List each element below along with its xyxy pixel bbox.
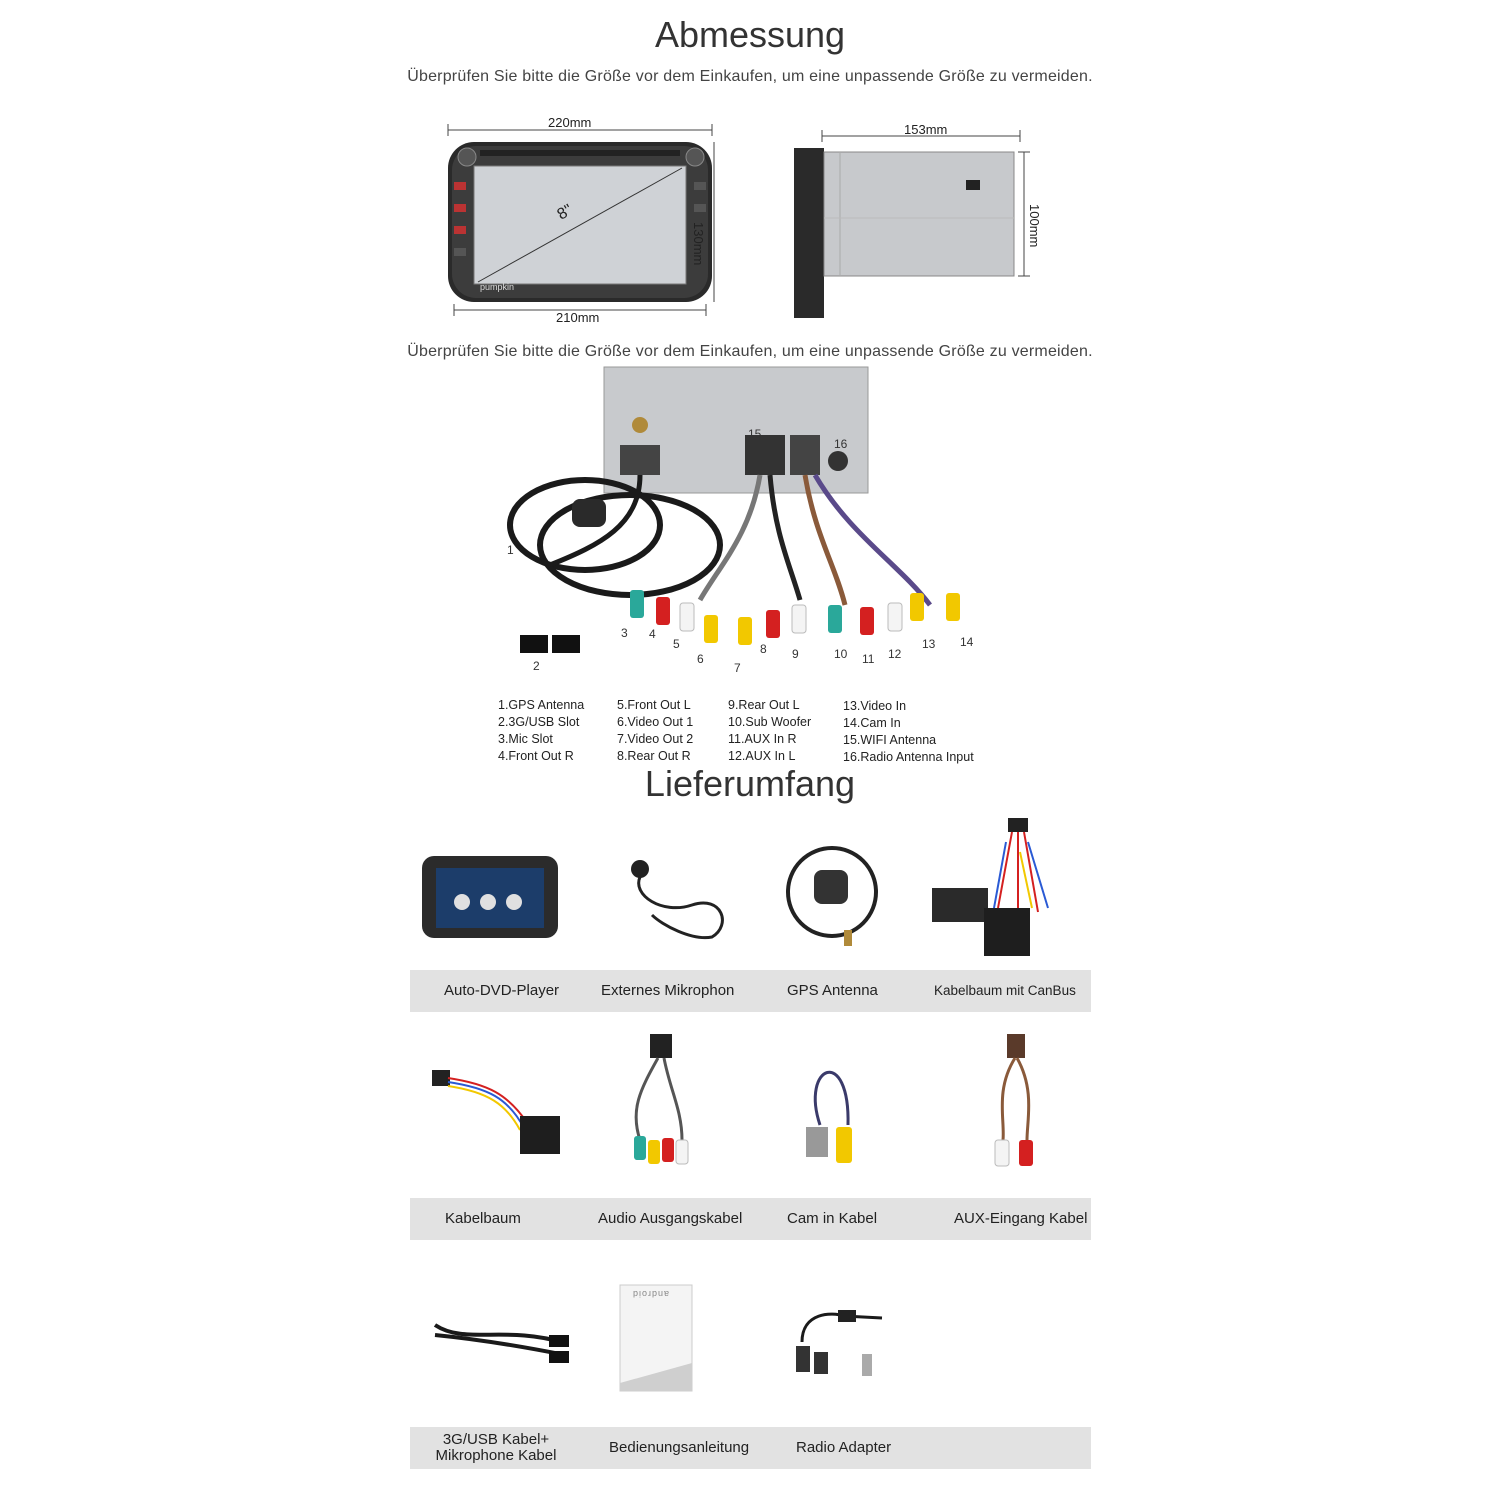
rear-connections-illustration: 1 2 3 4 5 6 7 8 9 10 11 12 13 14 15 16 bbox=[490, 365, 1000, 685]
width-bottom-label: 210mm bbox=[556, 310, 600, 325]
side-view-drawing bbox=[794, 130, 1030, 318]
manual-brand: android bbox=[632, 1289, 670, 1299]
callout-1: 1 bbox=[507, 543, 514, 557]
callout-10: 10 bbox=[834, 647, 848, 661]
legend-column-3: 9.Rear Out L 10.Sub Woofer 11.AUX In R 1… bbox=[728, 697, 811, 765]
item-label-gps-antenna: GPS Antenna bbox=[787, 982, 878, 999]
item-label-canbus-harness: Kabelbaum mit CanBus bbox=[934, 983, 1076, 998]
legend-item: 8.Rear Out R bbox=[617, 749, 691, 763]
product-image-microphone bbox=[622, 855, 737, 945]
item-label-usb-line-2: Mikrophone Kabel bbox=[435, 1447, 557, 1464]
callout-8: 8 bbox=[760, 642, 767, 656]
dimension-hint-top: Überprüfen Sie bitte die Größe vor dem E… bbox=[407, 68, 1093, 85]
callout-13: 13 bbox=[922, 637, 936, 651]
width-top-label: 220mm bbox=[548, 115, 592, 130]
product-image-dvd-player bbox=[420, 852, 560, 942]
product-image-cam-cable bbox=[800, 1045, 865, 1175]
legend-item: 14.Cam In bbox=[843, 716, 901, 730]
callout-6: 6 bbox=[697, 652, 704, 666]
callout-3: 3 bbox=[621, 626, 628, 640]
items-strip-row-2: Kabelbaum Audio Ausgangskabel Cam in Kab… bbox=[410, 1198, 1091, 1240]
product-image-aux-cable bbox=[985, 1030, 1045, 1175]
item-label-microphone: Externes Mikrophon bbox=[601, 982, 735, 999]
item-label-dvd-player: Auto-DVD-Player bbox=[444, 982, 560, 999]
front-view-drawing bbox=[447, 124, 715, 316]
product-image-radio-adapter bbox=[792, 1302, 887, 1382]
callout-4: 4 bbox=[649, 627, 656, 641]
legend-item: 7.Video Out 2 bbox=[617, 732, 694, 746]
item-label-manual: Bedienungsanleitung bbox=[609, 1439, 750, 1456]
item-label-cam-cable: Cam in Kabel bbox=[787, 1210, 878, 1227]
items-strip-row-1: Auto-DVD-Player Externes Mikrophon GPS A… bbox=[410, 970, 1091, 1012]
section-title-lieferumfang: Lieferumfang bbox=[644, 763, 856, 804]
depth-label: 153mm bbox=[904, 122, 948, 137]
legend-column-1: 1.GPS Antenna 2.3G/USB Slot 3.Mic Slot 4… bbox=[498, 697, 584, 765]
legend-item: 1.GPS Antenna bbox=[498, 698, 585, 712]
callout-5: 5 bbox=[673, 637, 680, 651]
product-image-canbus-harness bbox=[928, 812, 1063, 962]
item-label-wiring-harness: Kabelbaum bbox=[445, 1210, 521, 1227]
side-view-diagram: 153mm 100mm bbox=[780, 118, 1060, 323]
item-label-usb-line-1: 3G/USB Kabel+ bbox=[442, 1431, 550, 1448]
height-label: 130mm bbox=[691, 222, 706, 266]
legend-item: 11.AUX In R bbox=[728, 732, 797, 746]
legend-item: 15.WIFI Antenna bbox=[843, 733, 937, 747]
legend-item: 2.3G/USB Slot bbox=[498, 715, 580, 729]
item-label-audio-cable: Audio Ausgangskabel bbox=[598, 1210, 743, 1227]
product-image-manual: android bbox=[618, 1283, 696, 1395]
legend-item: 10.Sub Woofer bbox=[728, 715, 812, 729]
callout-15: 15 bbox=[748, 427, 762, 441]
product-image-gps-antenna bbox=[782, 842, 882, 952]
legend-item: 5.Front Out L bbox=[617, 698, 691, 712]
legend-column-2: 5.Front Out L 6.Video Out 1 7.Video Out … bbox=[617, 697, 693, 765]
legend-column-4: 13.Video In 14.Cam In 15.WIFI Antenna 16… bbox=[843, 698, 974, 766]
callout-7: 7 bbox=[734, 661, 741, 675]
brand-logo: pumpkin bbox=[480, 282, 515, 292]
legend-item: 3.Mic Slot bbox=[498, 732, 553, 746]
items-strip-row-3: 3G/USB Kabel+ Mikrophone Kabel Bedienung… bbox=[410, 1427, 1091, 1469]
legend-item: 13.Video In bbox=[843, 699, 907, 713]
dimension-hint-bottom: Überprüfen Sie bitte die Größe vor dem E… bbox=[407, 343, 1093, 360]
legend-item: 9.Rear Out L bbox=[728, 698, 800, 712]
front-view-diagram: 220mm 210mm 130mm 8" pumpkin bbox=[440, 112, 740, 332]
callout-2: 2 bbox=[533, 659, 540, 673]
product-image-usb-mic-cable bbox=[425, 1305, 575, 1375]
legend-item: 16.Radio Antenna Input bbox=[843, 750, 974, 764]
callout-16: 16 bbox=[834, 437, 848, 451]
callout-14: 14 bbox=[960, 635, 974, 649]
item-label-aux-cable: AUX-Eingang Kabel bbox=[954, 1210, 1088, 1227]
item-label-radio-adapter: Radio Adapter bbox=[796, 1439, 892, 1456]
side-height-label: 100mm bbox=[1027, 204, 1042, 248]
callout-11: 11 bbox=[862, 652, 875, 666]
section-title-abmessung: Abmessung bbox=[654, 14, 846, 55]
product-image-audio-cable bbox=[620, 1030, 700, 1175]
legend-item: 12.AUX In L bbox=[728, 749, 796, 763]
callout-12: 12 bbox=[888, 647, 902, 661]
product-image-wiring-harness bbox=[428, 1064, 563, 1159]
rear-panel-drawing bbox=[507, 366, 960, 653]
legend-item: 6.Video Out 1 bbox=[617, 715, 694, 729]
item-label-usb-mic-cable: 3G/USB Kabel+ Mikrophone Kabel bbox=[434, 1432, 558, 1474]
callout-9: 9 bbox=[792, 647, 799, 661]
legend-item: 4.Front Out R bbox=[498, 749, 574, 763]
